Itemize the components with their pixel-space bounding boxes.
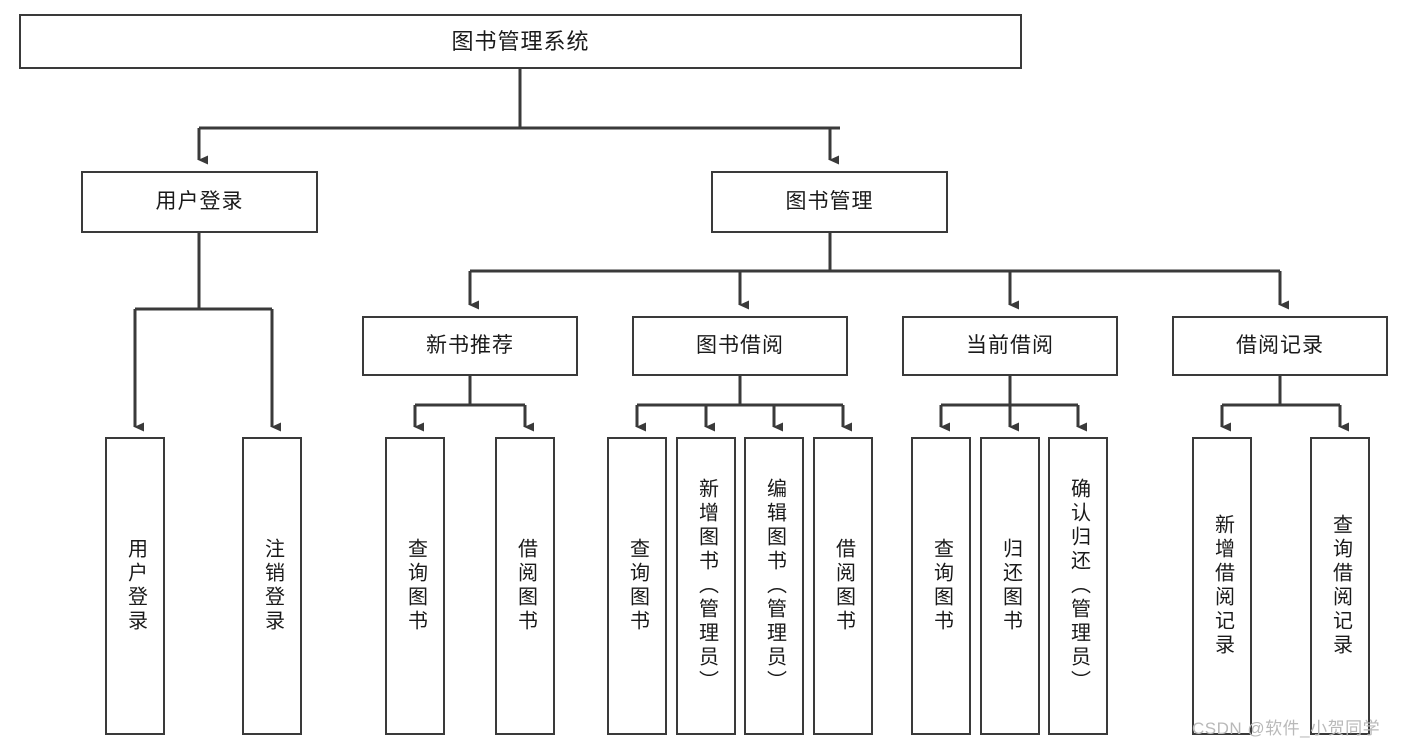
node-root-system[interactable]: 图书管理系统 [19,14,1022,69]
node-label: 查询图书 [930,538,953,634]
node-book-borrow[interactable]: 图书借阅 [632,316,848,376]
connector-group-book-borrow [635,376,852,432]
leaf-book-borrow-add[interactable]: 新增图书（管理员） [676,437,736,735]
leaf-current-borrow-query[interactable]: 查询图书 [911,437,971,735]
leaf-book-borrow-query[interactable]: 查询图书 [607,437,667,735]
node-book-management[interactable]: 图书管理 [711,171,948,233]
node-borrow-records[interactable]: 借阅记录 [1172,316,1388,376]
node-label: 图书管理 [785,189,874,213]
node-new-book-recommend[interactable]: 新书推荐 [362,316,578,376]
leaf-new-book-borrow[interactable]: 借阅图书 [495,437,555,735]
node-label: 图书管理系统 [451,28,590,54]
csdn-watermark: CSDN @软件_小贺同学 [1192,719,1381,738]
connector-group-new-book [413,376,534,432]
node-label: 新书推荐 [426,333,514,357]
node-label: 查询图书 [404,538,427,634]
node-label: 借阅图书 [832,538,855,634]
node-current-borrow[interactable]: 当前借阅 [902,316,1118,376]
node-label: 确认归还（管理员） [1067,478,1090,694]
leaf-new-book-query[interactable]: 查询图书 [385,437,445,735]
leaf-records-add[interactable]: 新增借阅记录 [1192,437,1252,735]
node-label: 查询借阅记录 [1329,514,1352,658]
leaf-current-borrow-confirm-return[interactable]: 确认归还（管理员） [1048,437,1108,735]
leaf-records-query[interactable]: 查询借阅记录 [1310,437,1370,735]
leaf-current-borrow-return[interactable]: 归还图书 [980,437,1040,735]
connector-group-current-borrow [939,376,1087,432]
node-label: 用户登录 [124,538,147,634]
node-label: 新增借阅记录 [1211,514,1234,658]
connector-group-user-login [133,233,281,432]
leaf-user-login-login[interactable]: 用户登录 [105,437,165,735]
node-label: 用户登录 [155,189,244,213]
leaf-user-login-logout[interactable]: 注销登录 [242,437,302,735]
node-label: 编辑图书（管理员） [763,478,786,694]
connector-group-borrow-records [1220,376,1349,432]
leaf-book-borrow-edit[interactable]: 编辑图书（管理员） [744,437,804,735]
node-label: 图书借阅 [696,333,784,357]
connector-group-root [197,69,840,165]
leaf-book-borrow-borrow[interactable]: 借阅图书 [813,437,873,735]
node-user-login[interactable]: 用户登录 [81,171,318,233]
connector-group-book-manage [468,233,1289,310]
node-label: 借阅记录 [1236,333,1324,357]
node-label: 当前借阅 [966,333,1054,357]
node-label: 新增图书（管理员） [695,478,718,694]
node-label: 借阅图书 [514,538,537,634]
node-label: 归还图书 [999,538,1022,634]
node-label: 注销登录 [261,538,284,634]
node-label: 查询图书 [626,538,649,634]
